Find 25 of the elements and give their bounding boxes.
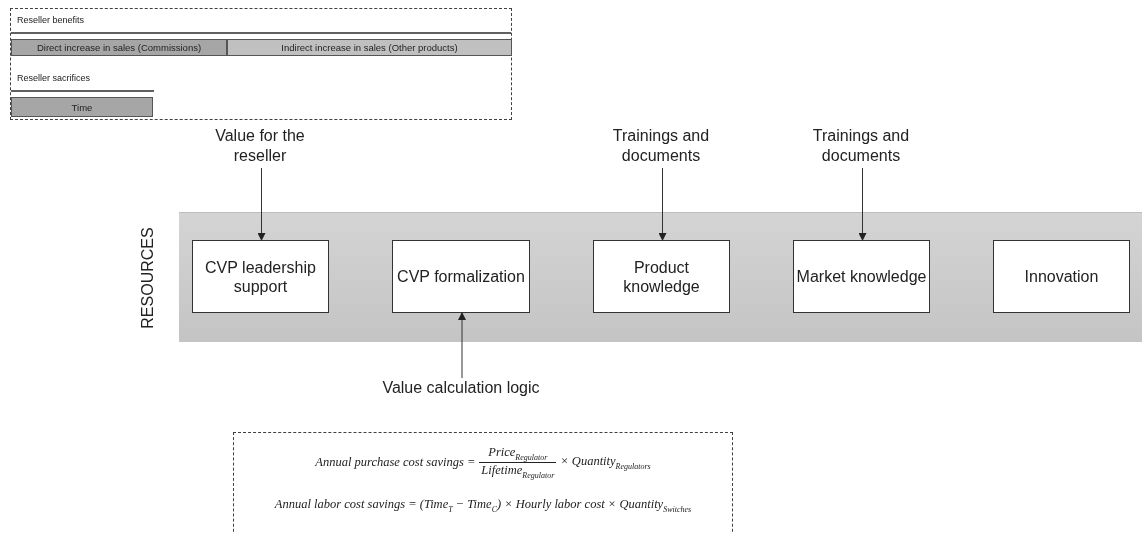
fraction: Price$_{Regulator}$ Lifetime$_{Regulator}$ [479,445,557,479]
arrow [858,167,867,241]
arrow [658,167,667,241]
resource-box: Market knowledge [793,240,930,313]
resource-box: Innovation [993,240,1130,313]
arrow [257,167,266,241]
arrow [458,312,466,379]
annotation-text: Value for the reseller [195,126,325,168]
annotation-text: Trainings and documents [596,126,726,168]
band-label: RESOURCES [139,226,157,329]
value-bar: Direct increase in sales (Commissions) [11,39,227,56]
formula-text: Annual labor cost savings = (Time$_{T}$ − Time$_{C}$) × Hourly labor cost × Quantity$_{Switches}$ [274,497,692,514]
resource-box: CVP formalization [392,240,530,313]
resource-box: Product knowledge [593,240,730,313]
value-bar: Indirect increase in sales (Other products) [227,39,512,56]
section-heading: Reseller sacrifices [17,73,91,83]
value-bar: Time [11,97,153,117]
resource-box: CVP leadership support [192,240,329,313]
section-heading: Reseller benefits [17,15,85,25]
formula-text: × Quantity$_{Regulators}$ [560,453,651,471]
formula-text: Annual purchase cost savings = [315,454,476,470]
formula-frame [233,432,733,533]
annotation-text: Trainings and documents [796,126,926,168]
annotation-text: Value calculation logic [381,378,541,426]
dashed-frame [10,8,512,120]
